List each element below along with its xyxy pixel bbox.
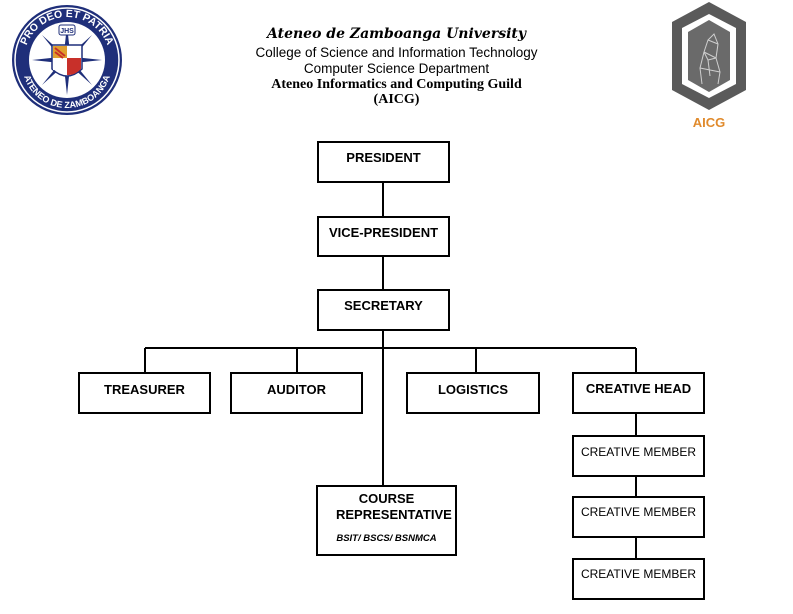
creative-head-label: CREATIVE HEAD — [585, 381, 692, 396]
guild-name: Ateneo Informatics and Computing Guild — [271, 77, 522, 92]
course-programs-label: BSIT/ BSCS/ BSNMCA — [336, 533, 437, 544]
seal-monogram: JHS — [60, 28, 74, 35]
aicg-logo: AICG — [672, 2, 746, 130]
university-seal-logo: JHS PRO DEO ET PATRIA ATENEO DE ZAMBOANG… — [12, 5, 122, 115]
creative-member-box: CREATIVE MEMBER — [572, 435, 705, 477]
secretary-label: SECRETARY — [344, 298, 423, 313]
course-representative-box: COURSE REPRESENTATIVE BSIT/ BSCS/ BSNMCA — [316, 485, 457, 556]
creative-member-label: CREATIVE MEMBER — [580, 567, 697, 581]
creative-member-box: CREATIVE MEMBER — [572, 496, 705, 538]
vice-president-label: VICE-PRESIDENT — [328, 225, 439, 240]
president-label: PRESIDENT — [346, 150, 421, 165]
creative-head-box: CREATIVE HEAD — [572, 372, 705, 414]
creative-member-label: CREATIVE MEMBER — [580, 445, 697, 459]
auditor-box: AUDITOR — [230, 372, 363, 414]
logistics-label: LOGISTICS — [437, 382, 509, 397]
course-representative-label: COURSE REPRESENTATIVE — [336, 491, 452, 522]
department-name: Computer Science Department — [303, 61, 490, 76]
treasurer-label: TREASURER — [104, 382, 185, 397]
guild-abbreviation: (AICG) — [373, 92, 420, 107]
secretary-box: SECRETARY — [317, 289, 450, 331]
university-name: Ateneo de Zamboanga University — [267, 26, 526, 42]
creative-member-box: CREATIVE MEMBER — [572, 558, 705, 600]
college-name: College of Science and Information Techn… — [255, 45, 538, 60]
president-box: PRESIDENT — [317, 141, 450, 183]
logistics-box: LOGISTICS — [406, 372, 540, 414]
auditor-label: AUDITOR — [267, 382, 326, 397]
vice-president-box: VICE-PRESIDENT — [317, 216, 450, 257]
treasurer-box: TREASURER — [78, 372, 211, 414]
creative-member-label: CREATIVE MEMBER — [580, 505, 697, 519]
aicg-logo-text: AICG — [693, 115, 726, 130]
